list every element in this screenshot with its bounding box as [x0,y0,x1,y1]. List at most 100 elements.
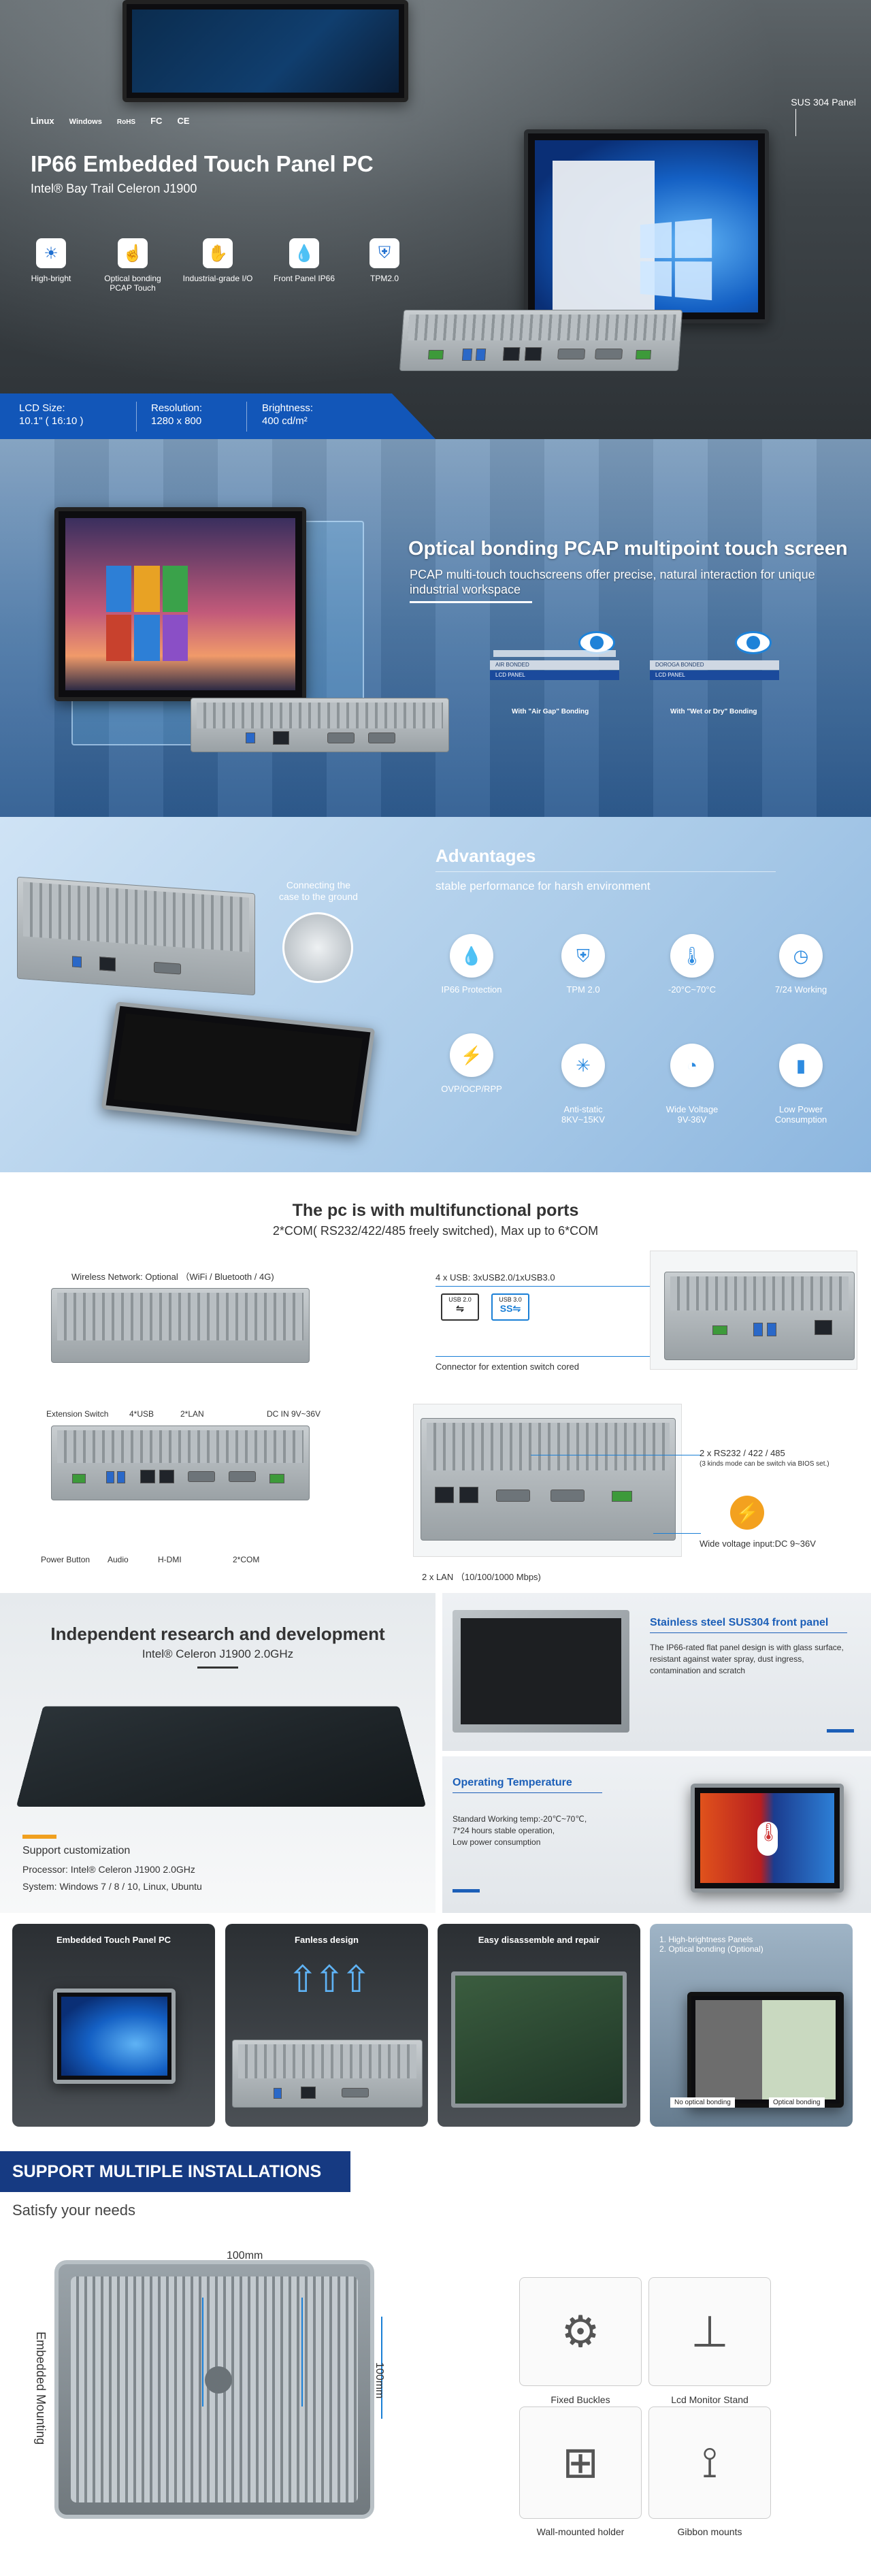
com-port [188,1471,215,1482]
feature-label: High-bright [14,274,88,283]
gallery-caption: Fanless design [225,1935,428,1945]
advantages-subtitle: stable performance for harsh environment [436,880,651,893]
com-port [229,1471,256,1482]
install-section: SUPPORT MULTIPLE INSTALLATIONS Satisfy y… [0,2134,871,2576]
feature-label: Industrial-grade I/O [180,274,255,283]
usb-port [72,956,82,967]
spec-label: LCD Size: [19,402,84,415]
power-button-label: Power Button [41,1555,90,1564]
spec-label: Brightness: [262,402,313,415]
usb2-icon: USB 2.0⇋ [441,1293,479,1321]
heatsink-fins [427,1423,670,1470]
com-port [550,1490,585,1502]
motherboard-image [16,1706,427,1807]
feature-optical-bonding: ☝ Optical bonding PCAP Touch [95,238,170,293]
ground-label: Connecting the case to the ground [278,880,359,903]
usb-port [753,1323,763,1336]
com-port [154,962,181,975]
feature-industrial-io: ✋ Industrial-grade I/O [180,238,255,283]
optical-title: Optical bonding PCAP multipoint touch sc… [408,538,848,560]
ce-logo: CE [177,116,189,126]
windows-logo-icon [640,219,712,300]
two-com-label: 2*COM [233,1555,259,1564]
rohs-logo: RoHS [117,118,135,126]
title-underline [410,601,532,603]
gallery-card-brightness: 1. High-brightness Panels 2. Optical bon… [650,1924,853,2127]
air-gap-caption: With "Air Gap" Bonding [512,708,589,715]
ground-screw-icon [282,912,353,983]
fc-logo: FC [150,116,162,126]
usb-port [476,349,486,361]
doroga-bonded-layer: DOROGA BONDED [650,660,779,670]
lan-port [159,1470,174,1483]
heatsink-fins [670,1276,849,1310]
lan-port [503,347,520,361]
heatsink-fins [408,315,676,340]
adv-label: Low Power Consumption [757,1104,845,1125]
adv-724: ◷ 7/24 Working [757,934,845,995]
usb-port [117,1471,125,1483]
sus304-tag: SUS 304 Panel [791,97,856,108]
start-tiles [106,566,188,661]
start-menu [553,161,655,310]
stand-icon: ⊥ [691,2306,729,2357]
usb-port [767,1323,776,1336]
temperature-monitor: 🌡 [691,1784,844,1893]
adv-label: 7/24 Working [757,984,845,995]
gallery-section: Embedded Touch Panel PC Fanless design ⇧… [0,1913,871,2134]
vesa-line [202,2298,203,2406]
adv-monitor [101,1001,375,1136]
card-accent [453,1889,480,1893]
hero-front-monitor [524,129,769,323]
ports-chassis-bottom [51,1426,310,1500]
optical-description: PCAP multi-touch touchscreens offer prec… [410,567,845,597]
sus304-text: The IP66-rated flat panel design is with… [650,1642,854,1677]
switch-connector [72,1474,86,1483]
advantages-section: Connecting the case to the ground Advant… [0,817,871,1172]
usb3-icon: USB 3.0SS⇋ [491,1293,529,1321]
com-port [327,732,355,743]
sus304-card: Stainless steel SUS304 front panel The I… [442,1593,871,1751]
adv-label: Anti-static 8KV~15KV [539,1104,627,1125]
buckle-icon: ⚙ [561,2306,599,2357]
usb-pointer-line [436,1286,653,1287]
gallery-card-disassemble: Easy disassemble and repair [438,1924,640,2127]
temperature-title: Operating Temperature [453,1777,572,1789]
windows-desktop-screen [535,140,758,312]
switch-connector-label: Connector for extention switch cored [436,1362,579,1372]
lan-port [435,1487,454,1503]
ports-section: The pc is with multifunctional ports 2*C… [0,1172,871,1593]
spec-label: Resolution: [151,402,202,415]
eye-icon [735,631,772,654]
heatsink-fins [57,1293,303,1340]
gallery-caption: Easy disassemble and repair [438,1935,640,1945]
rs-note: (3 kinds mode can be switch via BIOS set… [700,1460,829,1468]
droplet-shield-icon: 💧 [289,238,319,268]
clock-icon: ◷ [779,934,823,978]
usb-port [274,2088,282,2099]
lan-port [525,347,542,361]
spec-value: 1280 x 800 [151,415,202,428]
wet-dry-caption: With "Wet or Dry" Bonding [670,708,757,715]
heatsink-fins [238,2044,416,2078]
power-connector [428,350,444,359]
optical-monitor [54,507,306,701]
ext-switch-label: Extension Switch [46,1409,108,1419]
lan-port [99,956,116,971]
tpm-icon: ⛨ [561,934,605,978]
lan-port [815,1320,832,1335]
usb2-label: USB 2.0 [448,1296,472,1303]
hand-icon: ✋ [203,238,233,268]
com-port [496,1490,530,1502]
adv-temperature: 🌡 -20°C~70°C [648,934,736,995]
heatsink-fins [57,1430,303,1463]
monitor-stand-image: ⊥ [648,2277,771,2386]
usb-label: 4 x USB: 3xUSB2.0/1xUSB3.0 [436,1272,555,1283]
dc-in-label: DC IN 9V~36V [267,1409,321,1419]
rnd-title: Independent research and development [0,1624,436,1645]
embedded-backplate [54,2260,374,2519]
dc-in-connector [612,1491,632,1502]
heatsink-fins [197,703,443,728]
gallery-caption: 1. High-brightness Panels 2. Optical bon… [659,1935,853,1954]
advantages-divider [436,871,776,872]
